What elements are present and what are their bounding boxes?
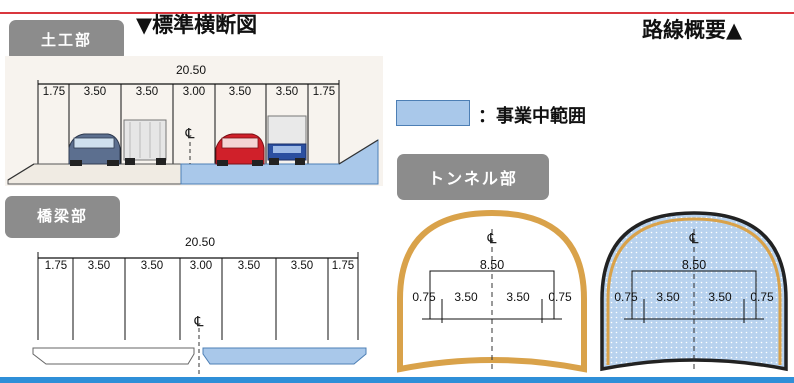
earthwork-lane-width: 1.75 bbox=[43, 86, 65, 98]
tunnel-right-lane-width: 3.50 bbox=[656, 290, 680, 304]
earthwork-total-width: 20.50 bbox=[176, 63, 206, 77]
legend-label: ：事業中範囲 bbox=[478, 106, 586, 127]
earthwork-road-right-in-progress bbox=[180, 139, 379, 185]
tunnel-left-lane-width: 0.75 bbox=[412, 290, 436, 304]
earthwork-lane-width: 3.50 bbox=[229, 86, 251, 98]
tunnel-left-centerline-symbol: ℄ bbox=[487, 230, 497, 246]
bridge-lane-width: 3.00 bbox=[190, 260, 212, 272]
bridge-lane-width: 3.50 bbox=[291, 260, 313, 272]
tunnel-left-lane-width: 0.75 bbox=[548, 290, 572, 304]
truck-white bbox=[123, 119, 167, 165]
cross-section-heading: ▼標準横断図 bbox=[136, 12, 258, 37]
earthwork-road-left bbox=[7, 163, 182, 185]
bridge-lane-width: 3.50 bbox=[141, 260, 163, 272]
earthwork-lane-width: 3.50 bbox=[276, 86, 298, 98]
earthwork-lane-width: 3.50 bbox=[84, 86, 106, 98]
car-red bbox=[215, 133, 265, 166]
tunnel-right-centerline-symbol: ℄ bbox=[689, 230, 699, 246]
tunnel-right-width: 8.50 bbox=[682, 258, 706, 272]
top-rule bbox=[0, 0, 794, 14]
route-overview-link[interactable]: 路線概要▲ bbox=[642, 17, 743, 42]
earthwork-lane-width: 1.75 bbox=[313, 86, 335, 98]
tunnel-left-lane-width: 3.50 bbox=[454, 290, 478, 304]
car-blue bbox=[68, 133, 121, 166]
bridge-lane-width: 3.50 bbox=[88, 260, 110, 272]
bridge-lane-width: 1.75 bbox=[45, 260, 67, 272]
tunnel-tag: トンネル部 bbox=[397, 154, 549, 200]
tunnel-cross-section-left: ℄ 8.50 0.75 3.50 3.50 0.75 bbox=[397, 209, 587, 373]
earthwork-tag: 土工部 bbox=[9, 20, 124, 62]
bottom-rule bbox=[0, 377, 794, 383]
bridge-lane-width: 1.75 bbox=[332, 260, 354, 272]
bridge-deck-right-in-progress bbox=[202, 347, 367, 365]
bridge-lane-width: 3.50 bbox=[238, 260, 260, 272]
bridge-centerline-symbol: ℄ bbox=[194, 313, 204, 329]
tunnel-right-lane-width: 0.75 bbox=[614, 290, 638, 304]
earthwork-cross-section: 20.50 1.75 3.50 3.50 3.00 3.50 3.50 1.75… bbox=[7, 63, 379, 185]
legend-swatch bbox=[396, 100, 470, 126]
earthwork-centerline-symbol: ℄ bbox=[185, 125, 195, 141]
earthwork-lane-width: 3.50 bbox=[136, 86, 158, 98]
bridge-tag: 橋梁部 bbox=[5, 196, 120, 238]
bridge-deck-left bbox=[32, 347, 195, 365]
tunnel-left-width: 8.50 bbox=[480, 258, 504, 272]
truck-blue bbox=[267, 115, 307, 165]
tunnel-left-lane-width: 3.50 bbox=[506, 290, 530, 304]
earthwork-lane-width: 3.00 bbox=[183, 86, 205, 98]
bridge-total-width: 20.50 bbox=[185, 235, 215, 249]
tunnel-right-lane-width: 0.75 bbox=[750, 290, 774, 304]
bridge-cross-section: 20.50 1.75 3.50 3.50 3.00 3.50 3.50 1.75… bbox=[32, 235, 367, 376]
tunnel-right-lane-width: 3.50 bbox=[708, 290, 732, 304]
tunnel-cross-section-right: ℄ 8.50 0.75 3.50 3.50 0.75 bbox=[600, 211, 788, 372]
